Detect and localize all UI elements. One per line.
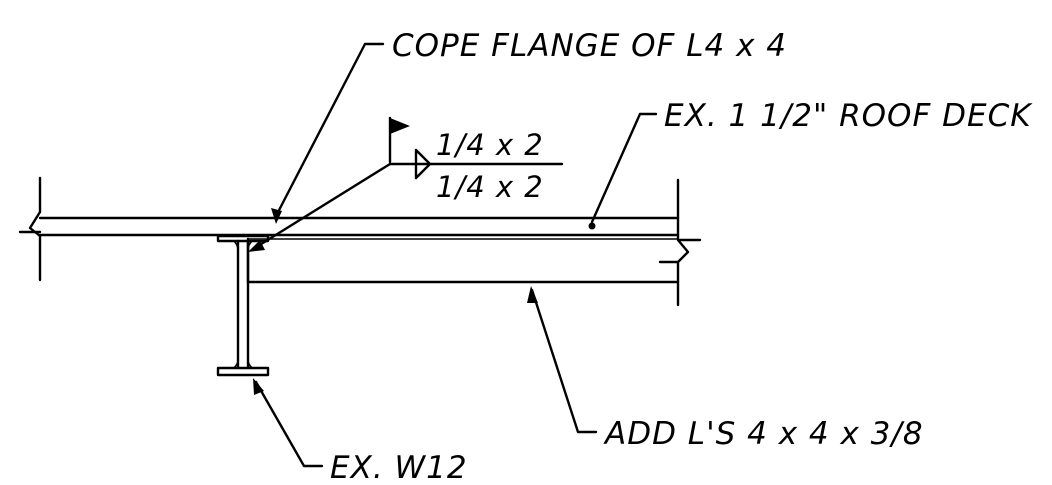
leader-cope-flange bbox=[271, 42, 385, 224]
roof-deck bbox=[38, 216, 680, 240]
leader-roof-deck bbox=[588, 112, 658, 230]
fillet-weld-triangle-icon bbox=[414, 148, 432, 180]
label-add-angles: ADD L'S 4 x 4 x 3/8 bbox=[603, 416, 924, 452]
arrowhead-icon bbox=[271, 208, 282, 224]
left-break-line bbox=[18, 176, 42, 282]
w12-beam-section bbox=[216, 234, 270, 377]
label-weld-bottom: 1/4 x 2 bbox=[436, 170, 544, 204]
right-break-line bbox=[658, 178, 702, 307]
weld-symbol bbox=[248, 116, 564, 252]
label-weld-top: 1/4 x 2 bbox=[436, 128, 544, 162]
field-weld-flag-icon bbox=[390, 118, 410, 134]
dot-icon bbox=[588, 222, 596, 230]
arrowhead-icon bbox=[527, 286, 538, 303]
arrowhead-icon bbox=[248, 240, 265, 252]
added-angle bbox=[246, 237, 680, 284]
label-cope-flange: COPE FLANGE OF L4 x 4 bbox=[392, 28, 787, 64]
leader-add-angles bbox=[527, 286, 598, 434]
arrowhead-icon bbox=[253, 378, 264, 395]
label-roof-deck: EX. 1 1/2" ROOF DECK bbox=[664, 98, 1033, 134]
leader-w12 bbox=[253, 378, 324, 468]
label-beam: EX. W12 bbox=[330, 450, 468, 485]
